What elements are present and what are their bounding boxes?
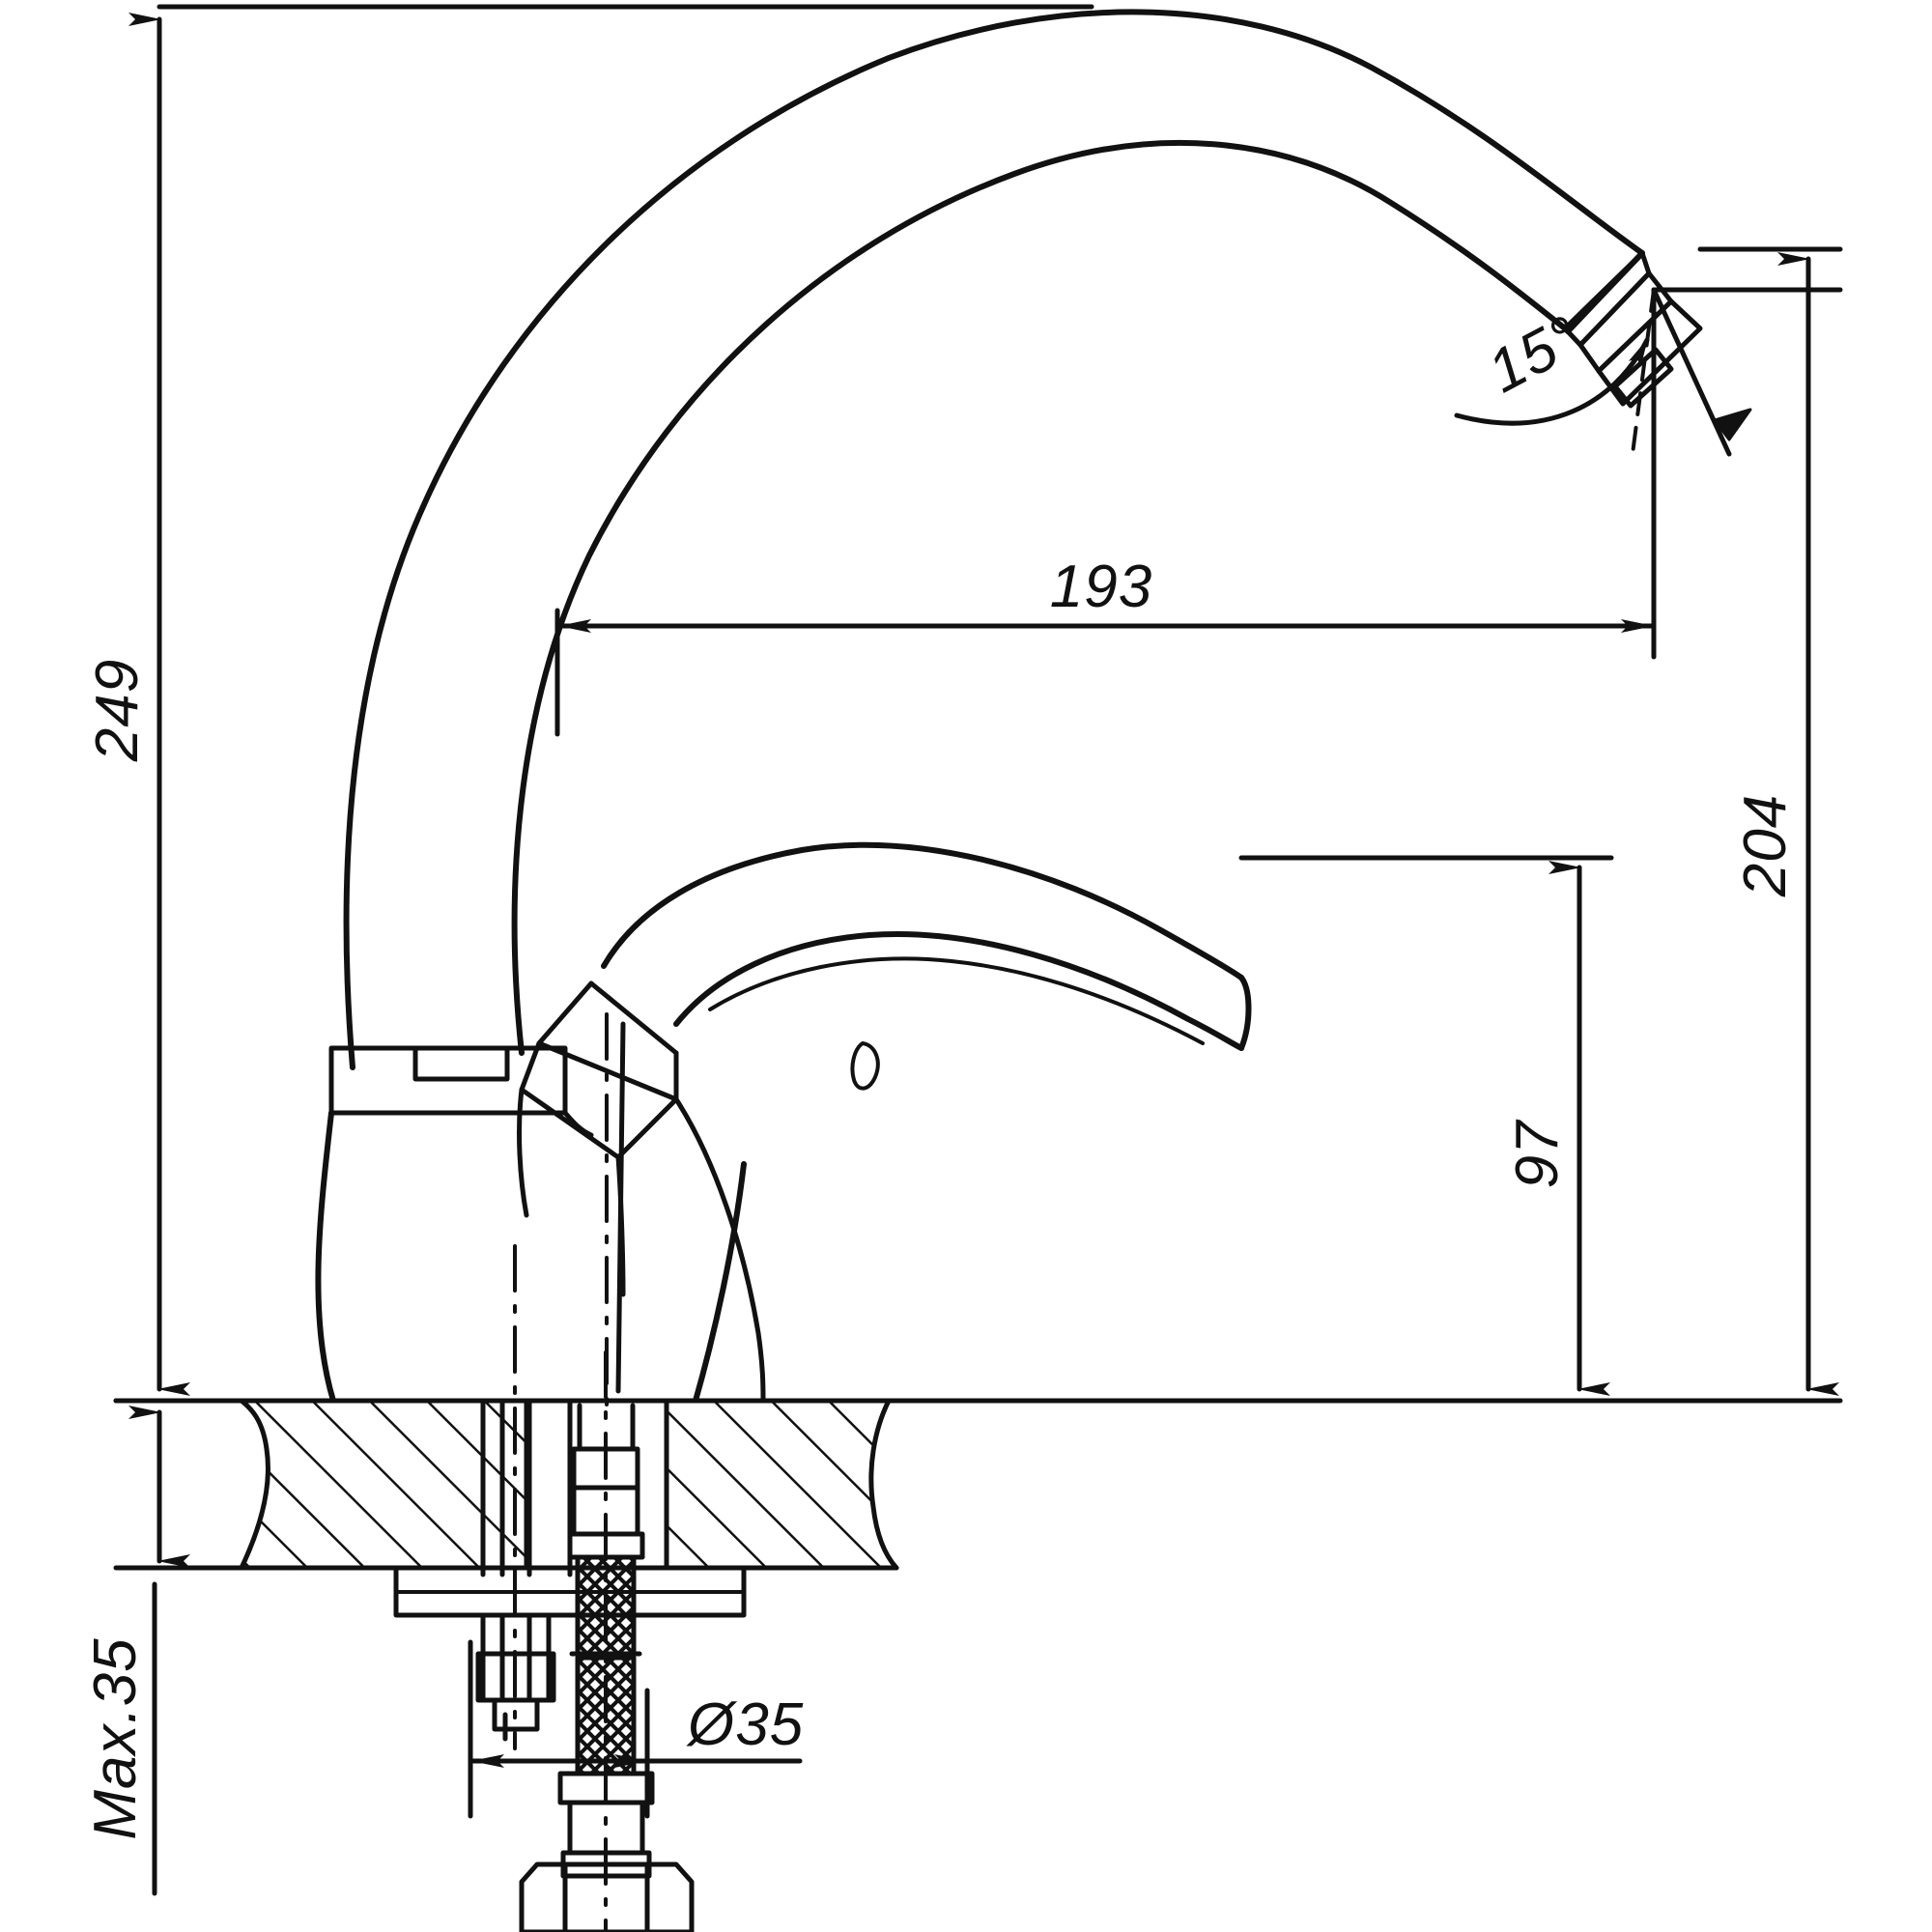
label-lever-height: 97	[1504, 1119, 1571, 1188]
dimension-193	[554, 287, 1657, 737]
dimension-204	[1581, 246, 1843, 1404]
label-spout-height: 204	[1732, 794, 1799, 897]
dimension-97	[1238, 855, 1614, 1404]
dimension-dia35	[468, 1639, 803, 1819]
spout-aerator-head	[1562, 250, 1703, 409]
dimension-249	[113, 4, 1094, 1404]
label-spout-reach: 193	[1050, 554, 1152, 620]
faucet-body	[315, 1021, 747, 1404]
centerlines	[513, 1012, 609, 1932]
dimension-labels: 249 Max.35 193 204 97 15° Ø35	[82, 303, 1799, 1840]
label-shank-diameter: Ø35	[686, 1691, 804, 1758]
dimension-max35	[113, 1406, 293, 1896]
dimension-15deg	[1454, 287, 1843, 457]
spout-outline	[343, 9, 1645, 1070]
mounting-assembly	[393, 1398, 747, 1932]
countertop-section	[113, 1398, 1838, 1571]
label-overall-height: 249	[84, 659, 151, 762]
label-max-counter-thickness: Max.35	[82, 1637, 149, 1839]
lever-handle	[517, 841, 1252, 1404]
